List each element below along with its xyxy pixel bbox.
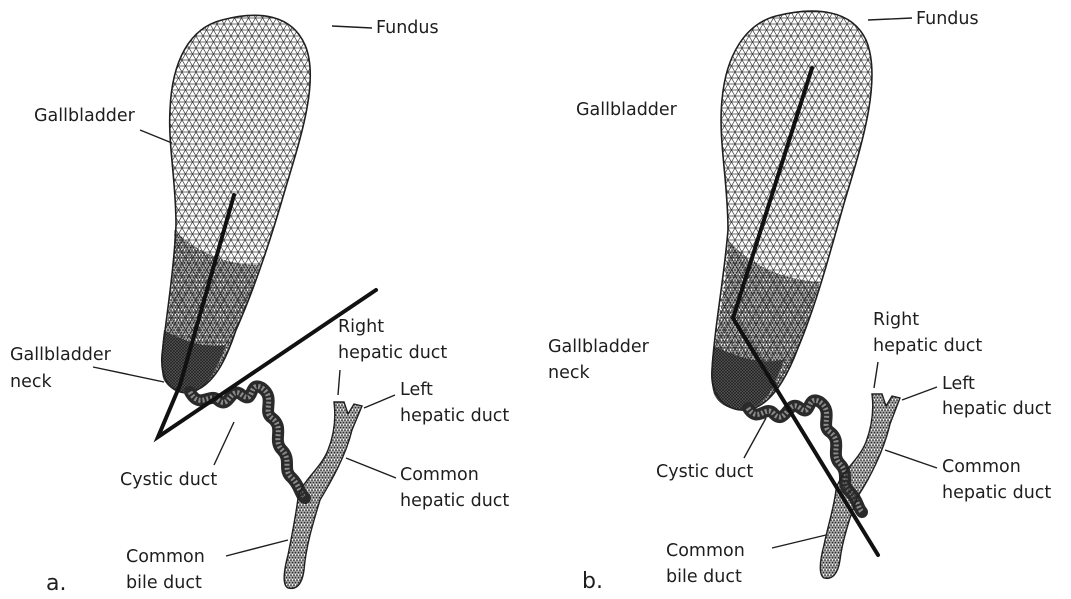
bile-duct-label-a-1: Common [126,547,205,567]
neck-leader-a [93,367,164,382]
neck-label-b-1: Gallbladder [548,337,650,357]
fundus-label-a: Fundus [376,18,439,38]
bile-duct-leader-a [226,540,288,556]
left-hepatic-leader-a [364,395,395,408]
neck-label-a-2: neck [10,372,52,392]
cystic-duct-label-b: Cystic duct [656,462,753,482]
panel-a: Fundus Gallbladder Gallbladder neck Righ… [10,15,509,596]
bile-duct-label-a-2: bile duct [126,573,202,593]
right-hepatic-leader-a [338,370,340,395]
cystic-duct-leader-a [214,422,234,465]
cystic-duct-leader-b [744,418,766,458]
common-hepatic-leader-a [346,458,396,478]
gallbladder-leader-a [140,130,172,143]
right-hepatic-label-b-1: Right [873,310,919,330]
right-hepatic-label-b-2: hepatic duct [873,336,982,356]
fundus-leader-a [332,26,372,28]
left-hepatic-label-b-1: Left [942,374,975,394]
right-hepatic-label-a-1: Right [338,317,384,337]
common-hepatic-label-b-1: Common [942,457,1021,477]
common-hepatic-leader-b [885,450,937,468]
bile-duct-label-b-1: Common [666,541,745,561]
left-hepatic-leader-b [902,387,937,400]
gallbladder-mesh-a [161,15,310,392]
common-hepatic-label-b-2: hepatic duct [942,483,1051,503]
right-hepatic-label-a-2: hepatic duct [338,343,447,363]
gallbladder-label-a: Gallbladder [34,106,136,126]
fundus-leader-b [868,18,912,20]
fundus-label-b: Fundus [916,9,979,29]
common-hepatic-label-a-1: Common [400,465,479,485]
neck-label-b-2: neck [548,363,590,383]
left-hepatic-label-a-1: Left [400,380,433,400]
bile-duct-leader-b [772,535,826,548]
panel-letter-b: b. [582,569,603,594]
left-hepatic-label-a-2: hepatic duct [400,406,509,426]
right-hepatic-leader-b [874,362,878,388]
cystic-duct-label-a: Cystic duct [120,470,217,490]
neck-label-a-1: Gallbladder [10,345,112,365]
panel-b: Fundus Gallbladder Gallbladder neck Righ… [548,9,1051,594]
bile-duct-label-b-2: bile duct [666,567,742,587]
gallbladder-mesh-b [711,11,872,410]
gallbladder-label-b: Gallbladder [576,100,678,120]
panel-letter-a: a. [46,571,66,596]
common-hepatic-label-a-2: hepatic duct [400,491,509,511]
left-hepatic-label-b-2: hepatic duct [942,399,1051,419]
